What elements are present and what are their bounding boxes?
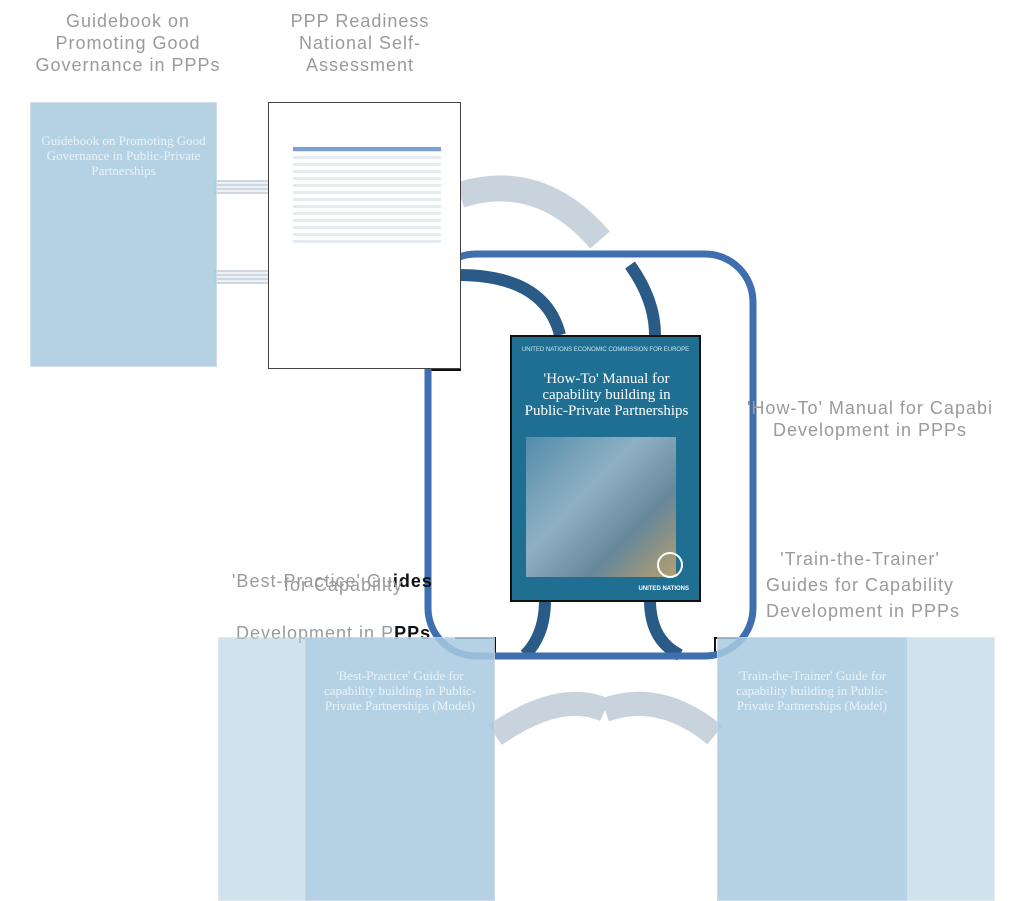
un-emblem-icon — [657, 552, 683, 578]
train-cover-back — [905, 637, 995, 901]
pipe-right-bottom — [644, 599, 683, 661]
best-practice-line1-light: 'Best-Practice' Gu — [232, 571, 393, 591]
guidebook-cover: Guidebook on Promoting Good Governance i… — [30, 102, 217, 367]
readiness-document — [268, 102, 461, 369]
train-cover-title: 'Train-the-Trainer' Guide for capability… — [735, 668, 888, 713]
readiness-table-graphic — [293, 147, 441, 243]
label-train-3: Development in PPPs — [765, 601, 961, 621]
label-train-2: Guides for Capability — [765, 575, 955, 595]
guidebook-cover-title: Guidebook on Promoting Good Governance i… — [41, 133, 206, 178]
pipe-left-top — [457, 269, 566, 337]
label-best-practice-1: 'Best-Practice' Guides — [232, 548, 482, 592]
highlight-frame — [424, 250, 757, 660]
how-to-manual-cover: UNITED NATIONS ECONOMIC COMMISSION FOR E… — [510, 335, 701, 602]
main-cover-header: UNITED NATIONS ECONOMIC COMMISSION FOR E… — [521, 347, 690, 353]
train-cover: 'Train-the-Trainer' Guide for capability… — [717, 637, 907, 901]
label-guidebook: Guidebook on Promoting Good Governance i… — [35, 11, 221, 75]
pipe-right-top — [625, 261, 661, 336]
main-cover-un-text: UNITED NATIONS — [638, 586, 689, 592]
label-best-practice-2: for Capability — [284, 575, 404, 595]
main-cover-title: 'How-To' Manual for capability building … — [524, 371, 689, 419]
label-how-to: 'How-To' Manual for Capabi Development i… — [747, 398, 993, 440]
best-practice-line1-bold: ides — [392, 571, 433, 591]
main-cover-collage-image — [526, 437, 676, 577]
label-train-1: 'Train-the-Trainer' — [780, 549, 940, 569]
label-readiness: PPP Readiness National Self- Assessment — [290, 11, 430, 75]
best-practice-cover-title: 'Best-Practice' Guide for capability bui… — [323, 668, 476, 713]
faded-arc-bottom-right — [600, 691, 723, 745]
pipe-left-bottom — [520, 599, 551, 660]
faded-arc-bottom-left — [488, 691, 610, 745]
best-practice-cover: 'Best-Practice' Guide for capability bui… — [305, 637, 495, 901]
connector-guidebook-readiness-bottom — [214, 270, 270, 284]
best-practice-cover-back — [218, 637, 308, 901]
connector-guidebook-readiness-top — [214, 180, 270, 194]
faded-arc-top — [456, 175, 610, 249]
